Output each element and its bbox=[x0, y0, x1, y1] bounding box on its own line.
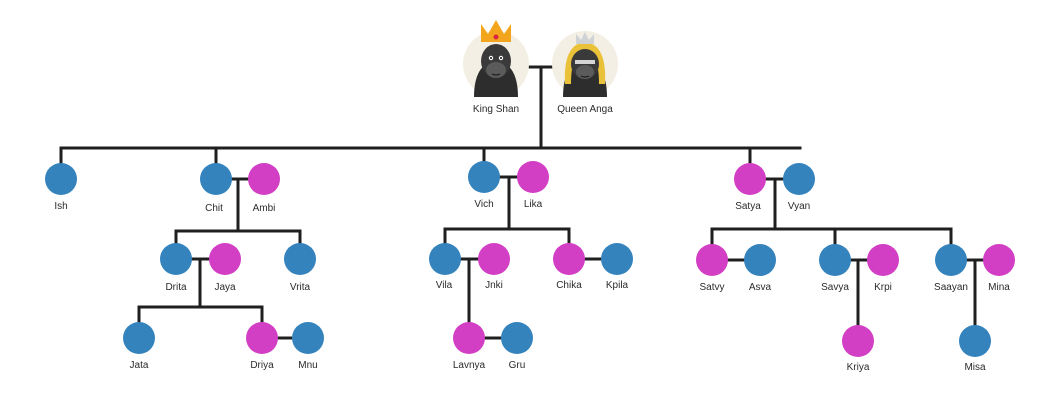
member-name: Jnki bbox=[485, 280, 503, 291]
member-node-driya[interactable]: Driya bbox=[246, 322, 278, 371]
member-circle-male bbox=[45, 163, 77, 195]
member-name: Kriya bbox=[847, 362, 870, 373]
member-circle-male bbox=[429, 243, 461, 275]
tree-connectors bbox=[59, 65, 985, 340]
member-node-vyan[interactable]: Vyan bbox=[783, 163, 815, 212]
member-name: Vyan bbox=[788, 201, 810, 212]
gorilla-queen-tiara-icon bbox=[563, 32, 607, 97]
king-avatar[interactable] bbox=[463, 20, 529, 97]
member-circle-female bbox=[696, 244, 728, 276]
member-name: Jata bbox=[130, 360, 149, 371]
member-node-mnu[interactable]: Mnu bbox=[292, 322, 324, 371]
member-name: Vila bbox=[436, 280, 453, 291]
member-circle-male bbox=[819, 244, 851, 276]
member-node-chika[interactable]: Chika bbox=[553, 243, 585, 291]
member-node-vrita[interactable]: Vrita bbox=[284, 243, 316, 293]
member-node-jnki[interactable]: Jnki bbox=[478, 243, 510, 291]
member-name: Drita bbox=[165, 282, 187, 293]
member-circle-male bbox=[123, 322, 155, 354]
member-circle-female bbox=[867, 244, 899, 276]
member-name: Saayan bbox=[934, 282, 968, 293]
member-circle-female bbox=[453, 322, 485, 354]
member-node-krpi[interactable]: Krpi bbox=[867, 244, 899, 293]
member-node-kriya[interactable]: Kriya bbox=[842, 325, 874, 373]
member-node-lika[interactable]: Lika bbox=[517, 161, 549, 210]
member-name: Lavnya bbox=[453, 360, 486, 371]
member-node-kpila[interactable]: Kpila bbox=[601, 243, 633, 291]
member-node-gru[interactable]: Gru bbox=[501, 322, 533, 371]
member-name: Mnu bbox=[298, 360, 317, 371]
member-circle-female bbox=[248, 163, 280, 195]
member-name: Lika bbox=[524, 199, 543, 210]
member-circle-female bbox=[983, 244, 1015, 276]
member-circle-female bbox=[842, 325, 874, 357]
member-circle-male bbox=[160, 243, 192, 275]
member-circle-male bbox=[200, 163, 232, 195]
member-node-ambi[interactable]: Ambi bbox=[248, 163, 280, 214]
member-name: Ish bbox=[54, 201, 67, 212]
queen-avatar[interactable] bbox=[552, 31, 618, 97]
member-node-vich[interactable]: Vich bbox=[468, 161, 500, 210]
member-name: Mina bbox=[988, 282, 1010, 293]
member-node-satya[interactable]: Satya bbox=[734, 163, 766, 212]
member-name: Jaya bbox=[214, 282, 236, 293]
member-node-jaya[interactable]: Jaya bbox=[209, 243, 241, 293]
member-node-asva[interactable]: Asva bbox=[744, 244, 776, 293]
member-circle-female bbox=[246, 322, 278, 354]
member-name: Ambi bbox=[253, 203, 276, 214]
member-circle-female bbox=[734, 163, 766, 195]
member-circle-male bbox=[292, 322, 324, 354]
member-node-jata[interactable]: Jata bbox=[123, 322, 155, 371]
member-name: Chika bbox=[556, 280, 582, 291]
member-node-lavnya[interactable]: Lavnya bbox=[453, 322, 486, 371]
member-node-satvy[interactable]: Satvy bbox=[696, 244, 728, 293]
member-node-chit[interactable]: Chit bbox=[200, 163, 232, 214]
member-circle-male bbox=[501, 322, 533, 354]
member-name: Kpila bbox=[606, 280, 629, 291]
member-name: Krpi bbox=[874, 282, 892, 293]
member-node-ish[interactable]: Ish bbox=[45, 163, 77, 212]
member-circle-male bbox=[468, 161, 500, 193]
member-circle-male bbox=[744, 244, 776, 276]
member-name: Vrita bbox=[290, 282, 311, 293]
member-node-mina[interactable]: Mina bbox=[983, 244, 1015, 293]
member-name: Asva bbox=[749, 282, 772, 293]
member-circle-female bbox=[517, 161, 549, 193]
member-circle-male bbox=[284, 243, 316, 275]
member-circle-female bbox=[478, 243, 510, 275]
member-circle-male bbox=[935, 244, 967, 276]
member-name: Chit bbox=[205, 203, 223, 214]
member-name: Gru bbox=[509, 360, 526, 371]
member-name: Satvy bbox=[699, 282, 724, 293]
member-name: Misa bbox=[964, 362, 986, 373]
member-circle-male bbox=[601, 243, 633, 275]
member-circle-male bbox=[959, 325, 991, 357]
gorilla-king-crown-icon bbox=[474, 20, 518, 97]
member-circle-male bbox=[783, 163, 815, 195]
member-name: Savya bbox=[821, 282, 849, 293]
member-circle-female bbox=[553, 243, 585, 275]
king-name: King Shan bbox=[473, 104, 519, 115]
queen-name: Queen Anga bbox=[557, 104, 613, 115]
member-node-savya[interactable]: Savya bbox=[819, 244, 851, 293]
member-circle-female bbox=[209, 243, 241, 275]
member-node-saayan[interactable]: Saayan bbox=[934, 244, 968, 293]
member-name: Driya bbox=[250, 360, 274, 371]
member-node-vila[interactable]: Vila bbox=[429, 243, 461, 291]
member-name: Satya bbox=[735, 201, 761, 212]
member-name: Vich bbox=[474, 199, 493, 210]
member-node-misa[interactable]: Misa bbox=[959, 325, 991, 373]
member-node-drita[interactable]: Drita bbox=[160, 243, 192, 293]
